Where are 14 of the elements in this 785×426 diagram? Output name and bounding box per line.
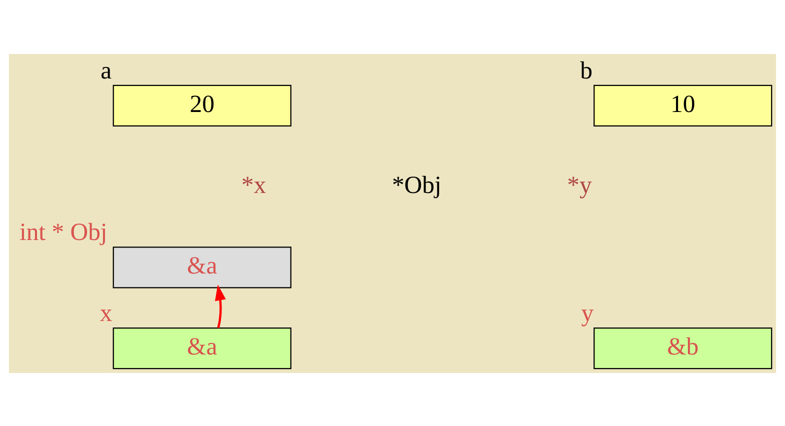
node-label: int * Obj <box>19 218 108 246</box>
arrow <box>214 284 226 328</box>
node-label: y <box>581 299 594 326</box>
label: *Obj <box>392 171 442 198</box>
node-box: &a <box>112 246 292 288</box>
node-box: 20 <box>112 84 292 126</box>
node-label: a <box>100 56 112 84</box>
node-label: x <box>100 299 112 326</box>
label: *x <box>241 171 266 198</box>
node-label: b <box>580 56 592 84</box>
node-box: &a <box>112 327 292 369</box>
node-box: &b <box>594 327 772 369</box>
label: *y <box>567 171 592 198</box>
node-box: 10 <box>594 84 772 126</box>
